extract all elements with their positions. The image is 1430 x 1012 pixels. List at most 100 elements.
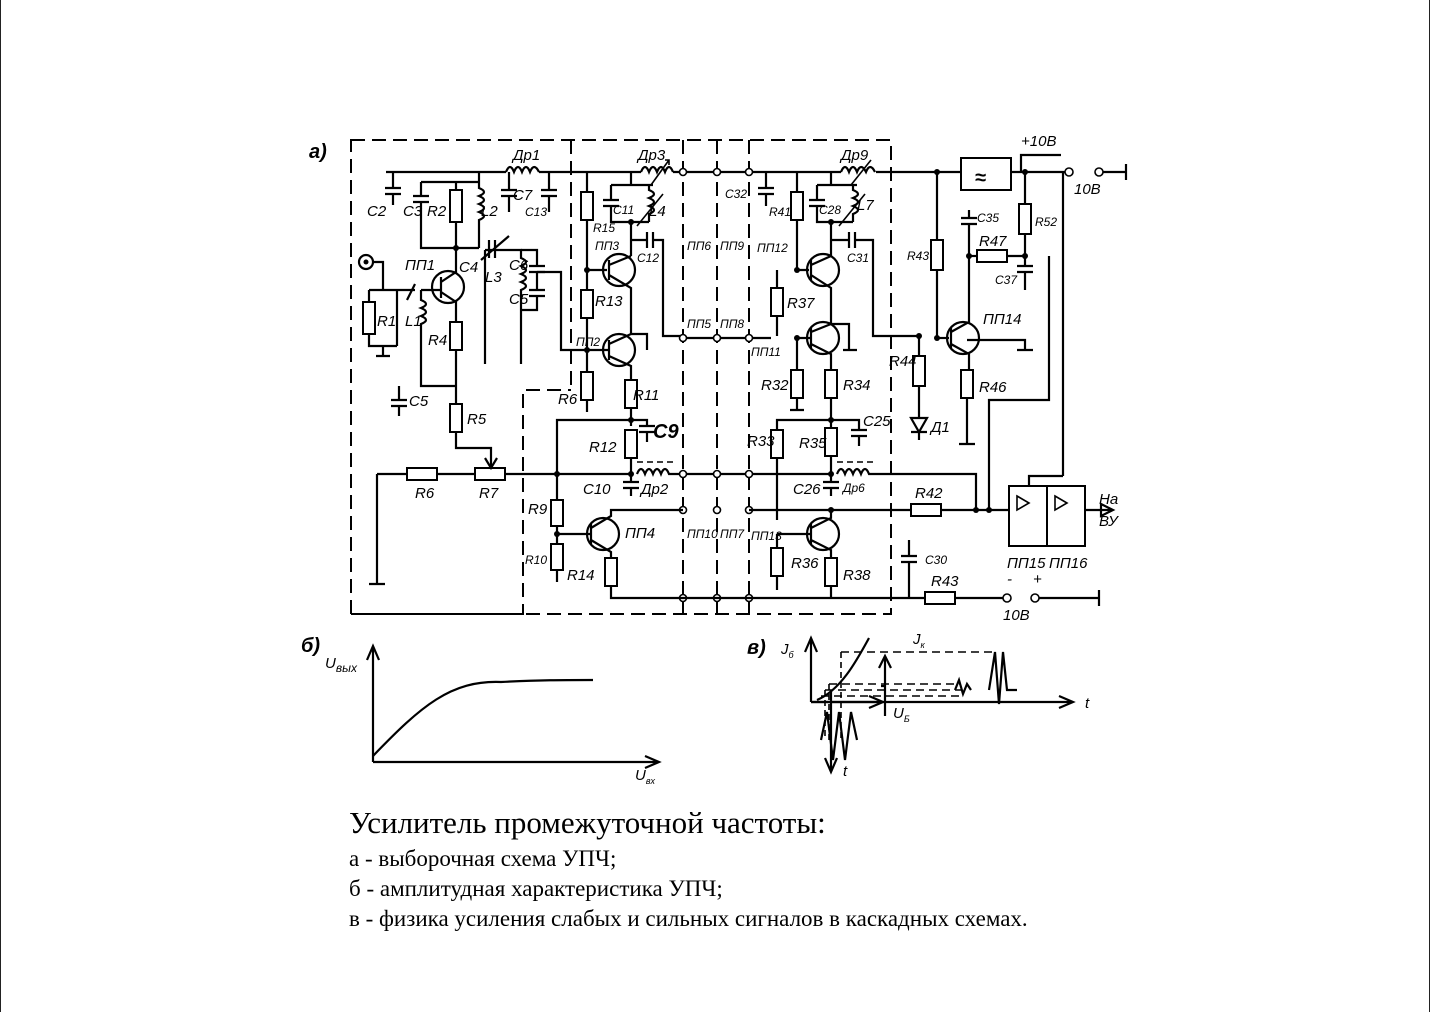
resistor-r47 — [976, 249, 1008, 263]
label-plus-10v: +10В — [1021, 133, 1056, 150]
label-dr1: Др1 — [511, 147, 540, 164]
weak-output-signal — [953, 676, 972, 698]
terminal-10v-in-2 — [1094, 167, 1104, 177]
label-c6: C6 — [509, 257, 529, 274]
label-r47: R47 — [979, 233, 1007, 250]
label-pp7: ПП7 — [720, 527, 745, 541]
label-plus: + — [1033, 571, 1042, 588]
caption-line-c: в - физика усиления слабых и сильных сиг… — [349, 906, 1028, 931]
label-r7: R7 — [479, 485, 499, 502]
resistor-r41 — [910, 503, 942, 517]
resistor-r46 — [960, 369, 974, 399]
label-c26: C26 — [793, 481, 821, 498]
label-pp6: ПП6 — [687, 239, 711, 253]
label-c13: C13 — [525, 205, 547, 219]
resistor-r14 — [604, 557, 618, 587]
agc-stage-pp4: R6 R7 R9 R10 ПП4 R14 — [369, 457, 911, 600]
label-r6-lower: R6 — [415, 485, 435, 502]
t2-label: t — [843, 763, 848, 780]
filter-block — [960, 157, 1012, 191]
label-pp10: ПП10 — [687, 527, 718, 541]
label-10v-in: 10В — [1074, 181, 1101, 198]
resistor-r44 — [924, 591, 956, 605]
label-pp13: ПП13 — [751, 529, 782, 543]
resistor-r32 — [790, 369, 804, 399]
stage-pp11-pp12: R41 ПП12 C28 L7 C31 R37 ПП11 — [747, 172, 978, 598]
label-c4: C4 — [459, 259, 478, 276]
label-r36: R35 — [799, 435, 827, 452]
y-axis-label: Uвых — [325, 655, 358, 675]
input-tank: C2 C3 R2 L2 C7 C13 — [367, 172, 557, 251]
choke-dr3: Др3 — [636, 147, 675, 186]
terminal-10v-in — [1064, 167, 1074, 177]
caption-line-a: а - выборочная схема УПЧ; — [349, 846, 617, 871]
resistor-r2 — [449, 189, 463, 223]
detector-stage: R43 R44 Д1 ПП14 R46 C35 R47 — [889, 169, 1065, 510]
label-r12: R12 — [589, 439, 617, 456]
label-c5-left: C5 — [409, 393, 429, 410]
resistor-r10 — [550, 543, 564, 571]
label-r34: R36 — [791, 555, 819, 572]
label-l3: L3 — [485, 269, 502, 286]
label-r52: R52 — [1035, 215, 1057, 229]
label-output-na: На — [1099, 491, 1118, 508]
label-c32: C32 — [725, 187, 747, 201]
label-10v-neg: 10В — [1003, 607, 1030, 624]
label-minus: - — [1007, 571, 1012, 588]
resistor-r6-lower — [406, 467, 438, 481]
choke-dr9: Др9 — [839, 147, 876, 186]
input-stage: R1 ПП1 L1 C4 R4 C5 R5 — [357, 235, 511, 466]
label-r13: R13 — [595, 293, 623, 310]
label-pp8: ПП8 — [720, 317, 744, 331]
terminal-10v-neg-2 — [1030, 593, 1040, 603]
label-r2: R2 — [427, 203, 447, 220]
transistor-pp3 — [601, 252, 637, 288]
stage-pp2-pp3: R15 R13 R6 ПП2 ПП3 C11 L4 C12 — [555, 172, 683, 500]
label-dr3: Др3 — [636, 147, 666, 164]
x-axis-label: Uвх — [635, 767, 656, 786]
label-r6-upper: R6 — [558, 391, 578, 408]
resistor-r9 — [550, 499, 564, 527]
label-r9: R9 — [528, 501, 548, 518]
transistor-pp4 — [585, 516, 621, 552]
output-stage: R42 C30 R43 10В - + ПП15 ПП16 На ВУ — [901, 474, 1119, 624]
ub-label: UБ — [893, 705, 910, 724]
label-pp2: ПП2 — [576, 335, 600, 349]
label-r35: R34 — [843, 377, 871, 394]
resistor-r42 — [930, 239, 944, 271]
label-l4: L4 — [649, 203, 666, 220]
label-c31: C31 — [847, 251, 869, 265]
label-r4: R4 — [428, 332, 447, 349]
ib-label: Jб — [780, 641, 795, 660]
resistor-r34 — [770, 547, 784, 577]
label-r46: R46 — [979, 379, 1007, 396]
supply-rail: ≈ 10В +10В — [386, 133, 1128, 198]
resistor-r36 — [824, 427, 838, 457]
label-dr6: Др6 — [841, 481, 865, 495]
label-r5: R5 — [467, 411, 487, 428]
panel-label-a: а) — [309, 141, 327, 163]
label-c3: C3 — [403, 203, 423, 220]
transistor-pp1 — [430, 269, 466, 305]
label-c35: C35 — [977, 211, 999, 225]
label-pp11: ПП11 — [751, 345, 781, 359]
label-pp1: ПП1 — [405, 257, 435, 274]
label-r33: R33 — [747, 433, 775, 450]
terminal-10v-neg — [1002, 593, 1012, 603]
label-c7: C7 — [513, 187, 533, 204]
label-pp15: ПП15 — [1007, 555, 1046, 572]
resistor-r37 — [770, 287, 784, 317]
label-c11: C11 — [613, 203, 634, 217]
panel-label-b: б) — [301, 635, 320, 657]
label-r39: R41 — [769, 205, 791, 219]
resistor-r6-upper — [580, 371, 594, 401]
x-axis — [373, 754, 662, 770]
resistor-r15 — [580, 191, 594, 221]
caption-line-b: б - амплитудная характеристика УПЧ; — [349, 876, 723, 901]
ik-axis — [881, 658, 887, 716]
label-dr9: Др9 — [839, 147, 869, 164]
graph-amplitude: б) Uвых Uвх — [301, 635, 662, 786]
transistor-pp12 — [805, 252, 841, 288]
